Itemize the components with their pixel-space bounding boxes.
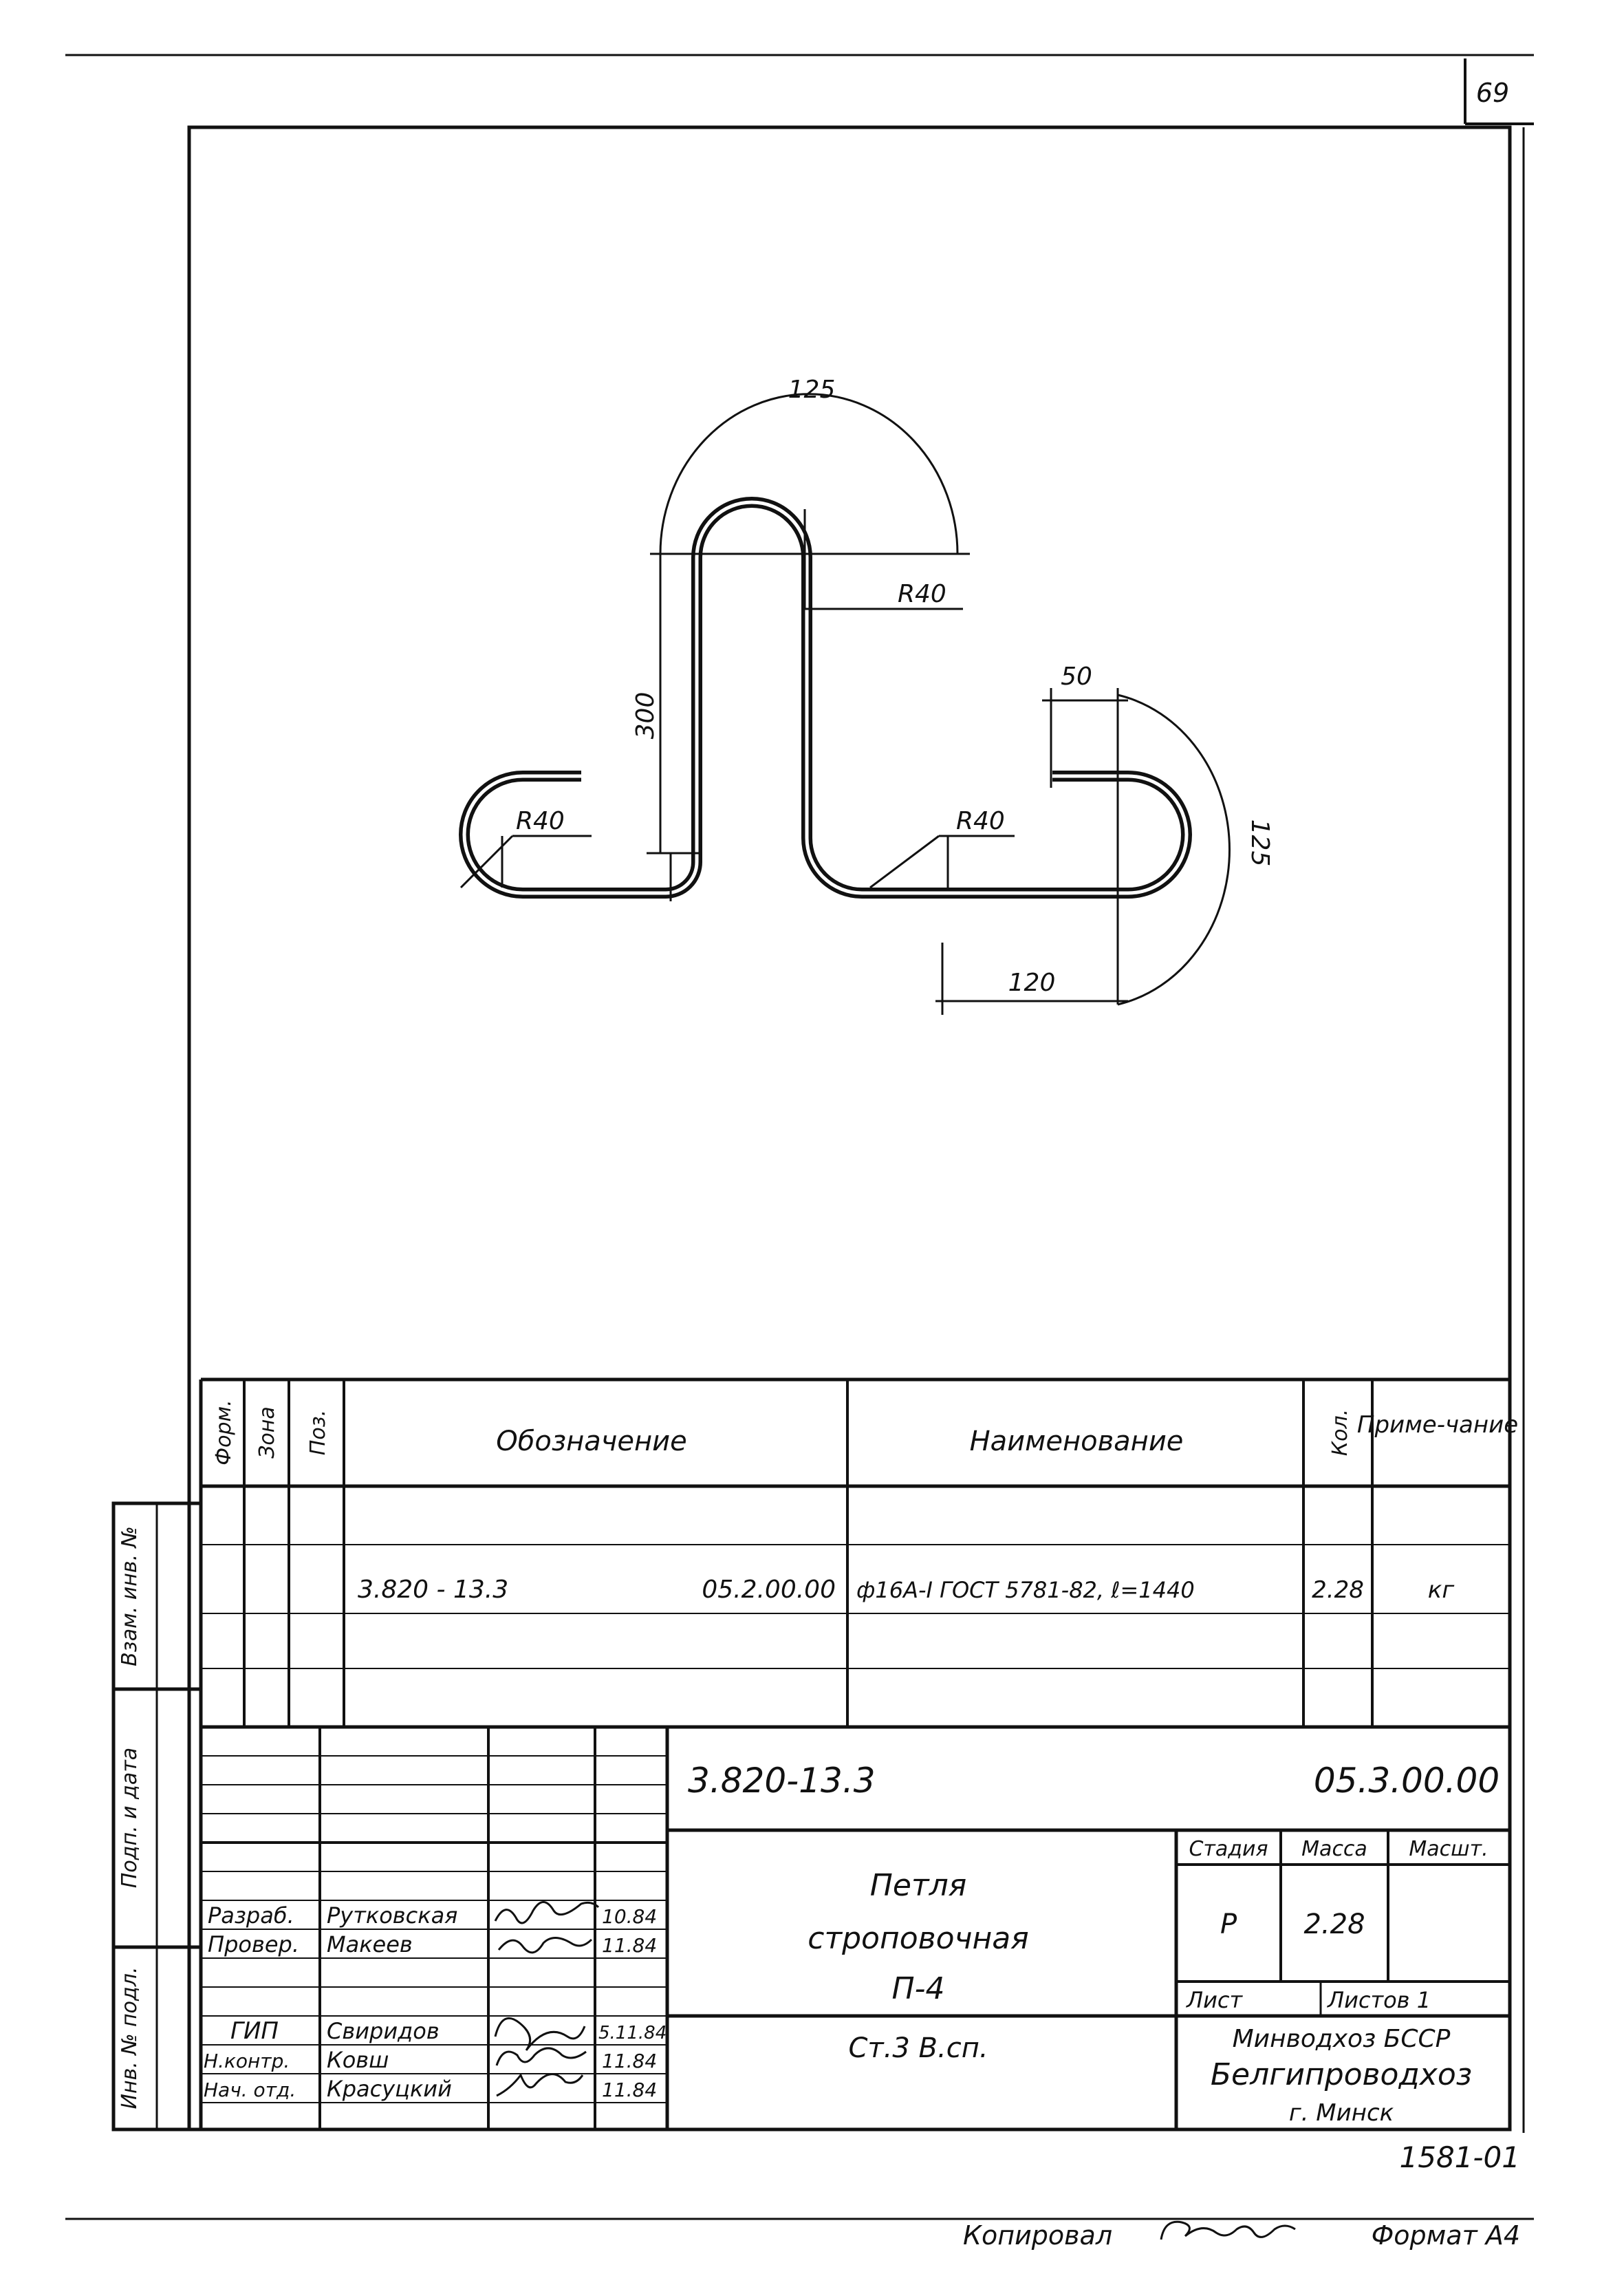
stage-value: Р (1220, 1909, 1237, 1940)
header-form: Форм. (212, 1399, 236, 1465)
dim-arc-top-label: 125 (788, 376, 836, 404)
header-qty: Кол. (1328, 1409, 1352, 1456)
staff-name-1: Макеев (327, 1931, 413, 1957)
title-line-2: строповочная (808, 1921, 1028, 1956)
sheet-label: Лист (1186, 1987, 1243, 2013)
staff-role-2: ГИП (230, 2017, 279, 2045)
spec-row-designation: 3.820 - 13.3 (358, 1576, 508, 1604)
doc-code: 05.3.00.00 (1314, 1761, 1500, 1801)
staff-role-3: Н.контр. (204, 2050, 290, 2072)
header-zone: Зона (255, 1406, 279, 1459)
staff-date-1: 11.84 (602, 1934, 657, 1957)
spec-row-qty: 2.28 (1312, 1576, 1364, 1604)
side-label-vzam: Взам. инв. № (118, 1526, 142, 1666)
mass-label: Масса (1301, 1837, 1367, 1861)
staff-name-3: Ковш (327, 2047, 389, 2073)
org-line-2: Белгипроводхоз (1211, 2057, 1472, 2092)
staff-date-3: 11.84 (602, 2050, 657, 2072)
dim-base-right: 120 (1008, 969, 1056, 997)
title-block-grid (201, 1727, 1510, 2129)
staff-name-0: Рутковская (327, 1902, 457, 1929)
mass-value: 2.28 (1303, 1909, 1365, 1940)
staff-date-2: 5.11.84 (598, 2023, 667, 2043)
staff-name-4: Красуцкий (327, 2076, 452, 2102)
rebar-loop-inner (462, 500, 1189, 895)
dim-arc-right-label: 125 (1246, 819, 1274, 867)
copier-signature (1160, 2220, 1296, 2240)
scale-label: Масшт. (1409, 1837, 1488, 1861)
dim-height-label: 300 (631, 692, 660, 740)
staff-name-2: Свиридов (327, 2018, 440, 2044)
dim-arc-top (659, 393, 959, 555)
header-name: Наименование (970, 1426, 1184, 1457)
spec-row-code: 05.2.00.00 (702, 1576, 836, 1604)
header-note: Приме-чание (1357, 1411, 1518, 1439)
org-city: г. Минск (1289, 2099, 1394, 2127)
side-label-podp: Подп. и дата (118, 1748, 142, 1888)
format-label: Формат А4 (1372, 2220, 1520, 2251)
side-label-inv: Инв. № подл. (118, 1967, 142, 2109)
dim-hook-width: 50 (1061, 663, 1092, 691)
staff-date-0: 10.84 (602, 1905, 657, 1928)
material: Ст.3 В.сп. (848, 2032, 988, 2064)
header-designation: Обозначение (496, 1426, 687, 1457)
doc-code-bottom: 1581-01 (1400, 2140, 1521, 2174)
dim-arc-right (1117, 694, 1231, 1006)
page-number: 69 (1476, 78, 1509, 108)
org-line-1: Минводхоз БССР (1233, 2025, 1451, 2053)
staff-role-0: Разраб. (208, 1902, 294, 1929)
stage-label: Стадия (1189, 1837, 1268, 1861)
doc-number: 3.820-13.3 (688, 1761, 876, 1801)
rebar-loop-outline (459, 497, 1192, 899)
staff-role-4: Нач. отд. (204, 2079, 296, 2101)
title-line-3: П-4 (892, 1971, 945, 2006)
dim-radius-top: R40 (898, 580, 946, 608)
copied-by-label: Копировал (963, 2220, 1112, 2251)
signatures (494, 1901, 600, 2097)
loop-drawing (459, 393, 1231, 1015)
dim-radius-right: R40 (956, 807, 1005, 835)
sheets-label: Листов 1 (1327, 1987, 1431, 2013)
header-pos: Поз. (306, 1410, 330, 1455)
staff-role-1: Провер. (208, 1931, 299, 1957)
spec-row-name: ф16А-I ГОСТ 5781-82, ℓ=1440 (856, 1577, 1195, 1603)
spec-row-note: кг (1428, 1576, 1455, 1604)
side-stamp (111, 1501, 203, 2132)
title-line-1: Петля (870, 1868, 966, 1903)
staff-date-4: 11.84 (602, 2079, 657, 2101)
dim-radius-left: R40 (516, 807, 565, 835)
